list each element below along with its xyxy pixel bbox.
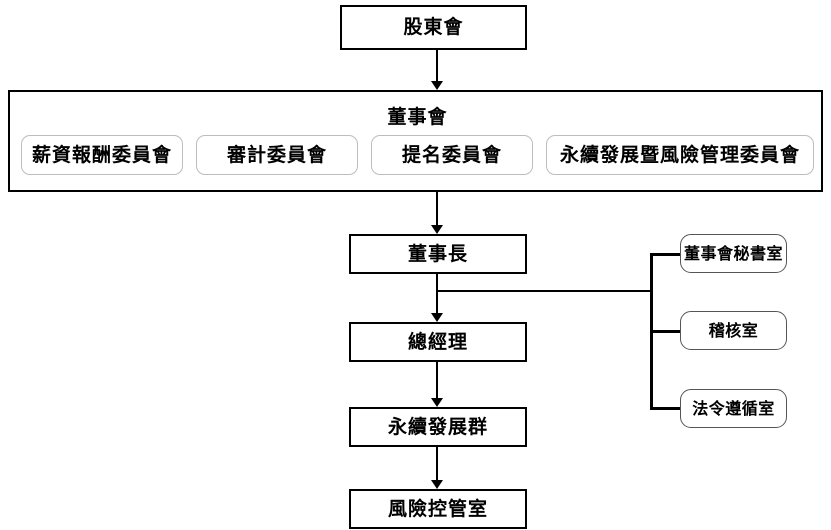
node-label: 董事長: [407, 242, 468, 265]
node-label: 永續發展暨風險管理委員會: [559, 143, 800, 166]
arrowhead-president-in: [431, 313, 443, 322]
connector-board-to-chairman: [436, 192, 438, 227]
node-audit-office[interactable]: 稽核室: [680, 311, 787, 350]
node-label: 法令遵循室: [692, 398, 775, 418]
node-risk-control-office[interactable]: 風險控管室: [349, 489, 527, 529]
connector-chairman-to-president: [436, 274, 438, 315]
node-sustainability-group[interactable]: 永續發展群: [349, 407, 527, 447]
node-label: 總經理: [407, 330, 468, 353]
node-committee-nomination[interactable]: 提名委員會: [371, 135, 533, 175]
node-label: 風險控管室: [387, 497, 488, 520]
node-president[interactable]: 總經理: [349, 322, 527, 362]
node-compliance-office[interactable]: 法令遵循室: [680, 389, 787, 428]
node-board-secretariat[interactable]: 董事會秘書室: [680, 234, 787, 273]
arrowhead-sustainability-in: [431, 398, 443, 407]
node-chairman[interactable]: 董事長: [349, 234, 527, 274]
connector-shareholders-to-board: [436, 50, 438, 83]
node-committee-sustainability-risk[interactable]: 永續發展暨風險管理委員會: [546, 135, 814, 175]
node-committee-audit[interactable]: 審計委員會: [196, 135, 358, 175]
node-label: 永續發展群: [387, 415, 488, 438]
node-label: 稽核室: [708, 320, 759, 340]
node-label: 股東會: [403, 16, 464, 39]
node-committee-compensation[interactable]: 薪資報酬委員會: [21, 135, 183, 175]
group-board-title: 董事會: [387, 106, 448, 128]
node-label: 董事會秘書室: [683, 243, 783, 263]
connector-branch-compliance-office: [650, 407, 681, 410]
connector-chairman-to-staff-units: [436, 290, 652, 292]
connector-sustainability-to-risk-control: [436, 447, 438, 482]
connector-branch-audit-office: [650, 330, 681, 333]
node-label: 提名委員會: [401, 143, 502, 166]
node-label: 審計委員會: [226, 143, 327, 166]
arrowhead-risk-control-in: [431, 480, 443, 489]
arrowhead-chairman-in: [431, 225, 443, 234]
connector-president-to-sustainability: [436, 362, 438, 400]
node-shareholders-meeting[interactable]: 股東會: [340, 5, 527, 50]
node-label: 薪資報酬委員會: [31, 143, 172, 166]
arrowhead-board-in: [431, 81, 443, 90]
connector-branch-board-secretariat: [650, 253, 681, 256]
